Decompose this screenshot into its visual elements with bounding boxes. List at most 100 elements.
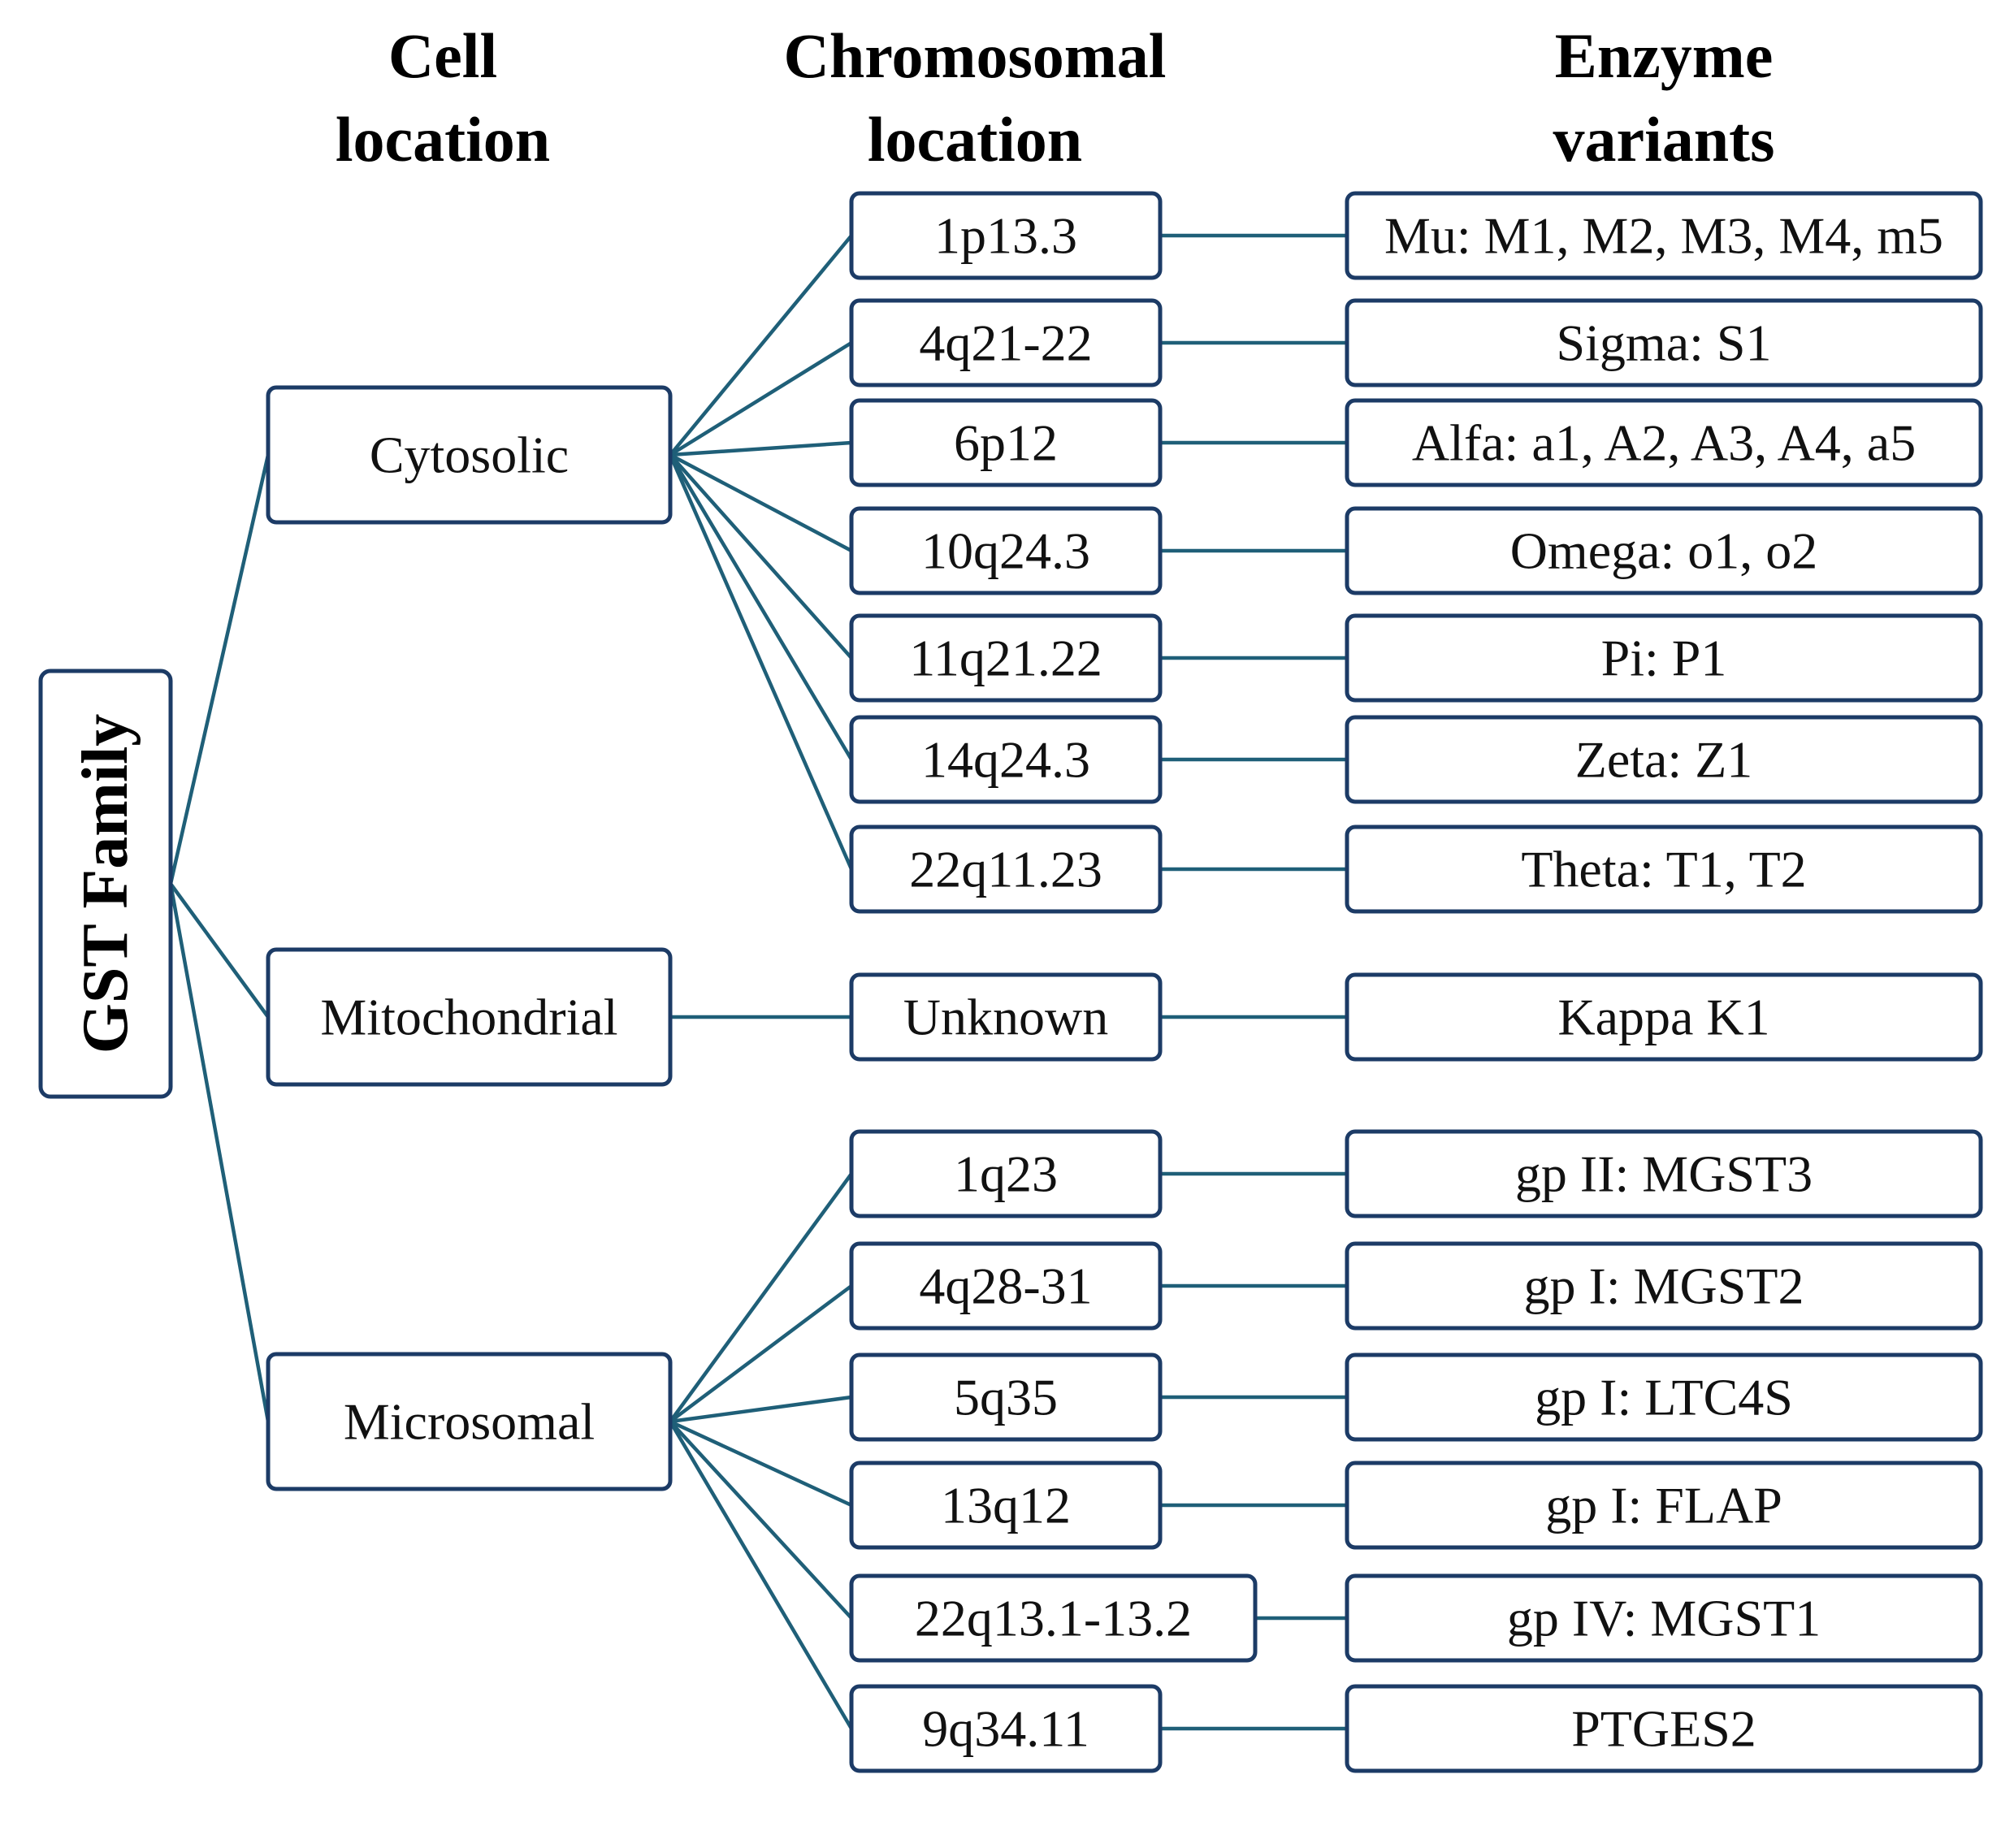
chromosome-1q23: 1q23 bbox=[849, 1129, 1163, 1218]
chromosome-11q21-22: 11q21.22 bbox=[849, 613, 1163, 703]
chromosome-9q34-11: 9q34.11 bbox=[849, 1684, 1163, 1773]
chromosome-10q24-3-box bbox=[849, 506, 1163, 595]
enzyme-theta-t1-t2-label: Theta: T1, T2 bbox=[1521, 841, 1806, 898]
chromosome-4q21-22-box bbox=[849, 298, 1163, 387]
edge-cytosolic-to-11q21-22 bbox=[669, 453, 853, 660]
chromosome-14q24-3: 14q24.3 bbox=[849, 715, 1163, 804]
enzyme-gp-i-ltc4s-label: gp I: LTC4S bbox=[1535, 1369, 1793, 1426]
chromosome-5q35-label: 5q35 bbox=[954, 1369, 1058, 1426]
enzyme-omega-o1-o2: Omega: o1, o2 bbox=[1345, 506, 1983, 595]
cell-location-mitochondrial-box bbox=[266, 947, 673, 1087]
enzyme-pi-p1-label: Pi: P1 bbox=[1601, 630, 1727, 687]
enzyme-gp-ii-mgst3: gp II: MGST3 bbox=[1345, 1129, 1983, 1218]
edge-microsomal-to-9q34-11 bbox=[669, 1420, 853, 1730]
chromosome-unknown-box bbox=[849, 972, 1163, 1062]
edge-root-to-cytosolic bbox=[168, 454, 271, 885]
chromosome-9q34-11-label: 9q34.11 bbox=[922, 1700, 1089, 1758]
chromosome-6p12-label: 6p12 bbox=[954, 414, 1058, 472]
edge-cytosolic-to-4q21-22 bbox=[669, 341, 853, 457]
chromosome-unknown: Unknown bbox=[849, 972, 1163, 1062]
chromosome-22q13-1-13-2-box bbox=[849, 1573, 1258, 1663]
enzyme-gp-iv-mgst1-box bbox=[1345, 1573, 1983, 1663]
edge-microsomal-to-13q12 bbox=[669, 1419, 852, 1508]
chromosome-13q12-label: 13q12 bbox=[941, 1477, 1071, 1534]
enzyme-gp-ii-mgst3-box bbox=[1345, 1129, 1983, 1218]
chromosome-1q23-label: 1q23 bbox=[954, 1145, 1058, 1203]
chromosome-6p12: 6p12 bbox=[849, 398, 1163, 487]
enzyme-gp-i-flap-box bbox=[1345, 1461, 1983, 1550]
enzyme-sigma-s1-box bbox=[1345, 298, 1983, 387]
header-enzyme-variants-line2: variants bbox=[1553, 104, 1775, 175]
edge-microsomal-to-22q13-1-13-2 bbox=[669, 1420, 853, 1620]
enzyme-gp-i-mgst2-label: gp I: MGST2 bbox=[1524, 1257, 1804, 1315]
enzyme-kappa-k1-label: Kappa K1 bbox=[1557, 989, 1769, 1046]
enzyme-gp-i-mgst2-box bbox=[1345, 1241, 1983, 1331]
root-label: GST Family bbox=[70, 714, 141, 1054]
edge-root-to-mitochondrial bbox=[169, 882, 270, 1019]
header-enzyme-variants-line1: Enzyme bbox=[1555, 20, 1774, 91]
enzyme-gp-i-mgst2: gp I: MGST2 bbox=[1345, 1241, 1983, 1331]
enzyme-ptges2-label: PTGES2 bbox=[1571, 1700, 1756, 1758]
node-layer: Cytosolic 1p13.3 Mu: M1, M2, M3, M4, m5 4q2… bbox=[266, 191, 1983, 1773]
cell-location-microsomal-label: Microsomal bbox=[344, 1393, 595, 1451]
chromosome-5q35: 5q35 bbox=[849, 1352, 1163, 1442]
chromosome-1p13-3-label: 1p13.3 bbox=[934, 207, 1077, 265]
header-cell-location-line1: Cell bbox=[388, 20, 497, 91]
edge-cytosolic-to-10q24-3 bbox=[669, 453, 853, 552]
chromosome-14q24-3-box bbox=[849, 715, 1163, 804]
enzyme-pi-p1: Pi: P1 bbox=[1345, 613, 1983, 703]
enzyme-pi-p1-box bbox=[1345, 613, 1983, 703]
edge-cytosolic-to-6p12 bbox=[669, 440, 852, 457]
chromosome-11q21-22-label: 11q21.22 bbox=[909, 630, 1102, 687]
enzyme-theta-t1-t2: Theta: T1, T2 bbox=[1345, 824, 1983, 914]
chromosome-22q13-1-13-2-label: 22q13.1-13.2 bbox=[915, 1590, 1192, 1647]
enzyme-alfa-a1-a2-a3-a4-a5-label: Alfa: a1, A2, A3, A4, a5 bbox=[1412, 414, 1916, 472]
header-chromosomal-location-line2: location bbox=[868, 104, 1082, 175]
chromosome-1p13-3: 1p13.3 bbox=[849, 191, 1163, 280]
enzyme-kappa-k1-box bbox=[1345, 972, 1983, 1062]
cell-location-cytosolic-label: Cytosolic bbox=[370, 426, 569, 484]
chromosome-22q11-23-label: 22q11.23 bbox=[909, 841, 1102, 898]
chromosome-9q34-11-box bbox=[849, 1684, 1163, 1773]
cell-location-cytosolic: Cytosolic bbox=[266, 385, 673, 525]
enzyme-mu-m1-m2-m3-m4-m5-box bbox=[1345, 191, 1983, 280]
enzyme-gp-iv-mgst1-label: gp IV: MGST1 bbox=[1507, 1590, 1821, 1647]
edge-microsomal-to-5q35 bbox=[669, 1395, 852, 1424]
enzyme-gp-iv-mgst1: gp IV: MGST1 bbox=[1345, 1573, 1983, 1663]
enzyme-mu-m1-m2-m3-m4-m5: Mu: M1, M2, M3, M4, m5 bbox=[1345, 191, 1983, 280]
chromosome-10q24-3-label: 10q24.3 bbox=[921, 522, 1090, 580]
enzyme-alfa-a1-a2-a3-a4-a5: Alfa: a1, A2, A3, A4, a5 bbox=[1345, 398, 1983, 487]
enzyme-zeta-z1: Zeta: Z1 bbox=[1345, 715, 1983, 804]
chromosome-unknown-label: Unknown bbox=[903, 989, 1108, 1046]
chromosome-13q12-box bbox=[849, 1461, 1163, 1550]
enzyme-gp-ii-mgst3-label: gp II: MGST3 bbox=[1515, 1145, 1813, 1203]
chromosome-11q21-22-box bbox=[849, 613, 1163, 703]
enzyme-theta-t1-t2-box bbox=[1345, 824, 1983, 914]
chromosome-4q28-31-box bbox=[849, 1241, 1163, 1331]
header-cell-location-line2: location bbox=[336, 104, 550, 175]
chromosome-4q28-31-label: 4q28-31 bbox=[919, 1257, 1092, 1315]
enzyme-ptges2-box bbox=[1345, 1684, 1983, 1773]
chromosome-14q24-3-label: 14q24.3 bbox=[921, 731, 1090, 789]
enzyme-zeta-z1-box bbox=[1345, 715, 1983, 804]
enzyme-omega-o1-o2-box bbox=[1345, 506, 1983, 595]
edge-microsomal-to-4q28-31 bbox=[669, 1284, 853, 1423]
enzyme-gp-i-flap-label: gp I: FLAP bbox=[1545, 1477, 1782, 1534]
edge-cytosolic-to-1p13-3 bbox=[669, 234, 853, 457]
edge-cytosolic-to-14q24-3 bbox=[669, 453, 853, 761]
edge-cytosolic-to-22q11-23 bbox=[668, 454, 854, 870]
chromosome-4q21-22-label: 4q21-22 bbox=[919, 314, 1092, 372]
chromosome-10q24-3: 10q24.3 bbox=[849, 506, 1163, 595]
enzyme-gp-i-ltc4s-box bbox=[1345, 1352, 1983, 1442]
enzyme-zeta-z1-label: Zeta: Z1 bbox=[1575, 731, 1753, 789]
enzyme-sigma-s1: Sigma: S1 bbox=[1345, 298, 1983, 387]
enzyme-gp-i-ltc4s: gp I: LTC4S bbox=[1345, 1352, 1983, 1442]
cell-location-microsomal: Microsomal bbox=[266, 1352, 673, 1491]
chromosome-22q11-23-box bbox=[849, 824, 1163, 914]
edge-root-to-microsomal bbox=[168, 883, 271, 1422]
enzyme-kappa-k1: Kappa K1 bbox=[1345, 972, 1983, 1062]
chromosome-22q13-1-13-2: 22q13.1-13.2 bbox=[849, 1573, 1258, 1663]
chromosome-4q21-22: 4q21-22 bbox=[849, 298, 1163, 387]
root-box bbox=[38, 669, 173, 1099]
